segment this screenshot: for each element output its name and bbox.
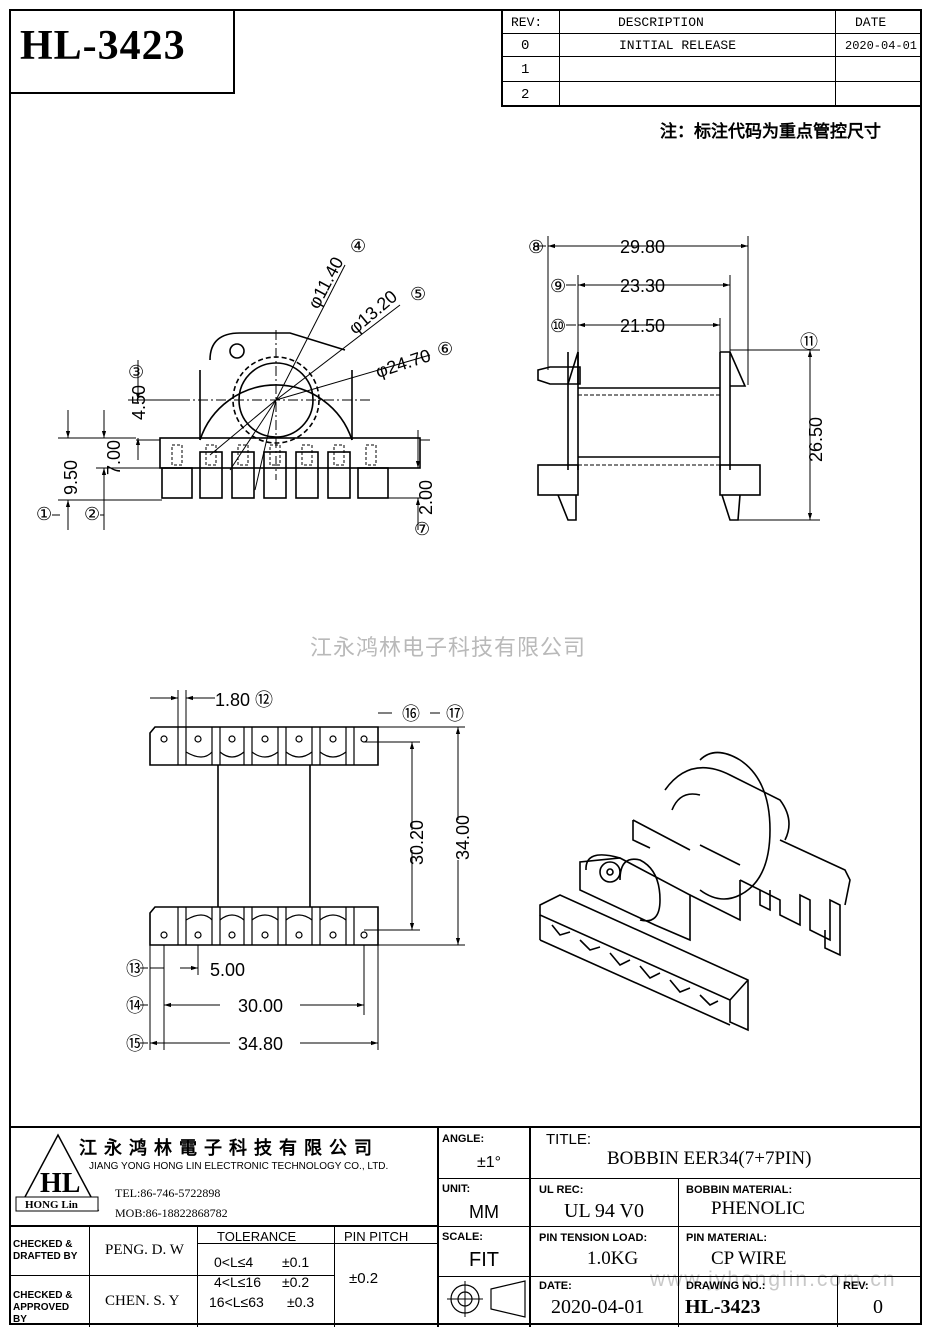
ref-16: ⑯ xyxy=(402,704,420,725)
hl-logo: HL HONG Lin xyxy=(15,1133,100,1212)
isometric-view xyxy=(539,751,851,1032)
checked-approved-label: CHECKED & APPROVED BY xyxy=(13,1290,73,1325)
desc-row-0: INITIAL RELEASE xyxy=(619,38,737,53)
drawing-frame xyxy=(9,9,922,1325)
ref-11: ⑪ xyxy=(800,332,818,353)
rev-value: 0 xyxy=(873,1296,883,1318)
tolerance-range-1: 4<L≤16 xyxy=(214,1274,262,1290)
logo-text: HL xyxy=(40,1168,80,1199)
ul-label: UL REC: xyxy=(539,1184,584,1196)
title-block: HL HONG Lin 江 永 鸿 林 電 子 科 技 有 限 公 司 JIAN… xyxy=(9,1126,922,1327)
ref-13: ⑬ xyxy=(126,959,144,980)
bobbin-material-value: PHENOLIC xyxy=(711,1198,805,1219)
dim-h-4-50: 4.50 xyxy=(129,385,149,420)
scale-value: FIT xyxy=(469,1249,499,1271)
company-name-cn: 江 永 鸿 林 電 子 科 技 有 限 公 司 xyxy=(79,1138,374,1158)
pin-tension-label: PIN TENSION LOAD: xyxy=(539,1232,648,1244)
dim-d-11-40: φ11.40 xyxy=(304,254,348,312)
date-value: 2020-04-01 xyxy=(551,1296,645,1318)
pin-tension-value: 1.0KG xyxy=(587,1248,639,1269)
ref-2: ② xyxy=(84,504,100,525)
ref-12: ⑫ xyxy=(255,690,273,711)
ref-14: ⑭ xyxy=(126,996,144,1017)
dim-h-2-00: 2.00 xyxy=(416,480,436,515)
dim-d-24-70: φ24.70 xyxy=(373,345,433,382)
watermark-company: 江永鸿林电子科技有限公司 xyxy=(310,635,587,660)
pin-pitch-label: PIN PITCH xyxy=(344,1229,409,1244)
technical-drawing: φ11.40 φ13.20 φ24.70 4.50 7.00 9.50 2.00… xyxy=(36,236,851,1055)
checked-approved-value: CHEN. S. Y xyxy=(105,1293,180,1309)
dim-w-30-00: 30.00 xyxy=(238,996,283,1016)
angle-label: ANGLE: xyxy=(442,1133,485,1145)
rev-row-1: 1 xyxy=(521,62,530,78)
rev-row-0: 0 xyxy=(521,38,530,54)
rev-label: REV: xyxy=(843,1280,869,1292)
ref-4: ④ xyxy=(350,236,366,257)
dim-h-30-20: 30.20 xyxy=(407,820,427,865)
checked-drafted-label: CHECKED & DRAFTED BY xyxy=(13,1239,78,1262)
ref-7: ⑦ xyxy=(414,519,430,540)
drawing-no-value: HL-3423 xyxy=(685,1296,761,1318)
tolerance-range-0: 0<L≤4 xyxy=(214,1254,254,1270)
tolerance-value-0: ±0.1 xyxy=(282,1254,310,1270)
pin-material-label: PIN MATERIAL: xyxy=(686,1232,768,1244)
title-label: TITLE: xyxy=(546,1131,592,1148)
angle-value: ±1° xyxy=(477,1154,502,1171)
ul-value: UL 94 V0 xyxy=(564,1200,644,1222)
ref-5: ⑤ xyxy=(410,284,426,305)
dim-w-29-80: 29.80 xyxy=(620,237,665,257)
dim-h-26-50: 26.50 xyxy=(806,417,826,462)
dim-w-34-80: 34.80 xyxy=(238,1034,283,1054)
company-mob: MOB:86-18822868782 xyxy=(115,1206,228,1220)
revision-table: REV: DESCRIPTION DATE 0 INITIAL RELEASE … xyxy=(501,9,922,107)
checked-drafted-value: PENG. D. W xyxy=(105,1242,184,1258)
dim-d-13-20: φ13.20 xyxy=(345,286,401,338)
scale-label: SCALE: xyxy=(442,1231,483,1243)
part-number-box xyxy=(9,9,235,94)
control-note: 注：标注代码为重点管控尺寸 xyxy=(660,122,881,141)
unit-value: MM xyxy=(469,1202,499,1222)
tolerance-value-1: ±0.2 xyxy=(282,1274,310,1290)
unit-label: UNIT: xyxy=(442,1183,471,1195)
ref-10: ⑩ xyxy=(550,316,566,337)
desc-col-header: DESCRIPTION xyxy=(618,15,704,30)
side-view-pins xyxy=(161,451,389,499)
dim-h-7-00: 7.00 xyxy=(104,440,124,475)
dim-h-9-50: 9.50 xyxy=(61,460,81,495)
pin-material-value: CP WIRE xyxy=(711,1248,787,1269)
rev-row-2: 2 xyxy=(521,87,530,103)
dim-h-34-00: 34.00 xyxy=(453,815,473,860)
ref-17: ⑰ xyxy=(446,704,464,725)
bottom-view xyxy=(140,690,465,1050)
dim-pitch-5-00: 5.00 xyxy=(210,960,245,980)
ref-9: ⑨ xyxy=(550,276,566,297)
company-tel: TEL:86-746-5722898 xyxy=(115,1186,221,1200)
date-label: DATE: xyxy=(539,1280,572,1292)
ref-15: ⑮ xyxy=(126,1034,144,1055)
title-value: BOBBIN EER34(7+7PIN) xyxy=(607,1148,812,1169)
date-col-header: DATE xyxy=(855,15,887,30)
bobbin-material-label: BOBBIN MATERIAL: xyxy=(686,1184,793,1196)
watermark-url: www.jyhonglin.com.cn xyxy=(650,1268,897,1291)
tolerance-label: TOLERANCE xyxy=(217,1229,297,1244)
pin-pitch-value: ±0.2 xyxy=(349,1270,379,1287)
tolerance-range-2: 16<L≤63 xyxy=(209,1294,264,1310)
front-view xyxy=(536,236,820,521)
company-name-en: JIANG YONG HONG LIN ELECTRONIC TECHNOLOG… xyxy=(89,1161,389,1172)
logo-sub: HONG Lin xyxy=(25,1199,78,1211)
dim-w-23-30: 23.30 xyxy=(620,276,665,296)
part-number: HL-3423 xyxy=(20,23,186,69)
date-row-0: 2020-04-01 xyxy=(845,39,918,53)
ref-6: ⑥ xyxy=(437,339,453,360)
rev-col-header: REV: xyxy=(511,15,543,30)
tolerance-value-2: ±0.3 xyxy=(287,1294,315,1310)
dim-w-21-50: 21.50 xyxy=(620,316,665,336)
dim-pin-1-80: 1.80 xyxy=(215,690,250,710)
drawing-no-label: DRAWING NO.: xyxy=(686,1280,766,1292)
ref-3: ③ xyxy=(128,362,144,383)
ref-1: ① xyxy=(36,504,52,525)
ref-8: ⑧ xyxy=(528,237,544,258)
side-view xyxy=(52,264,431,530)
projection-symbol xyxy=(447,1280,526,1318)
